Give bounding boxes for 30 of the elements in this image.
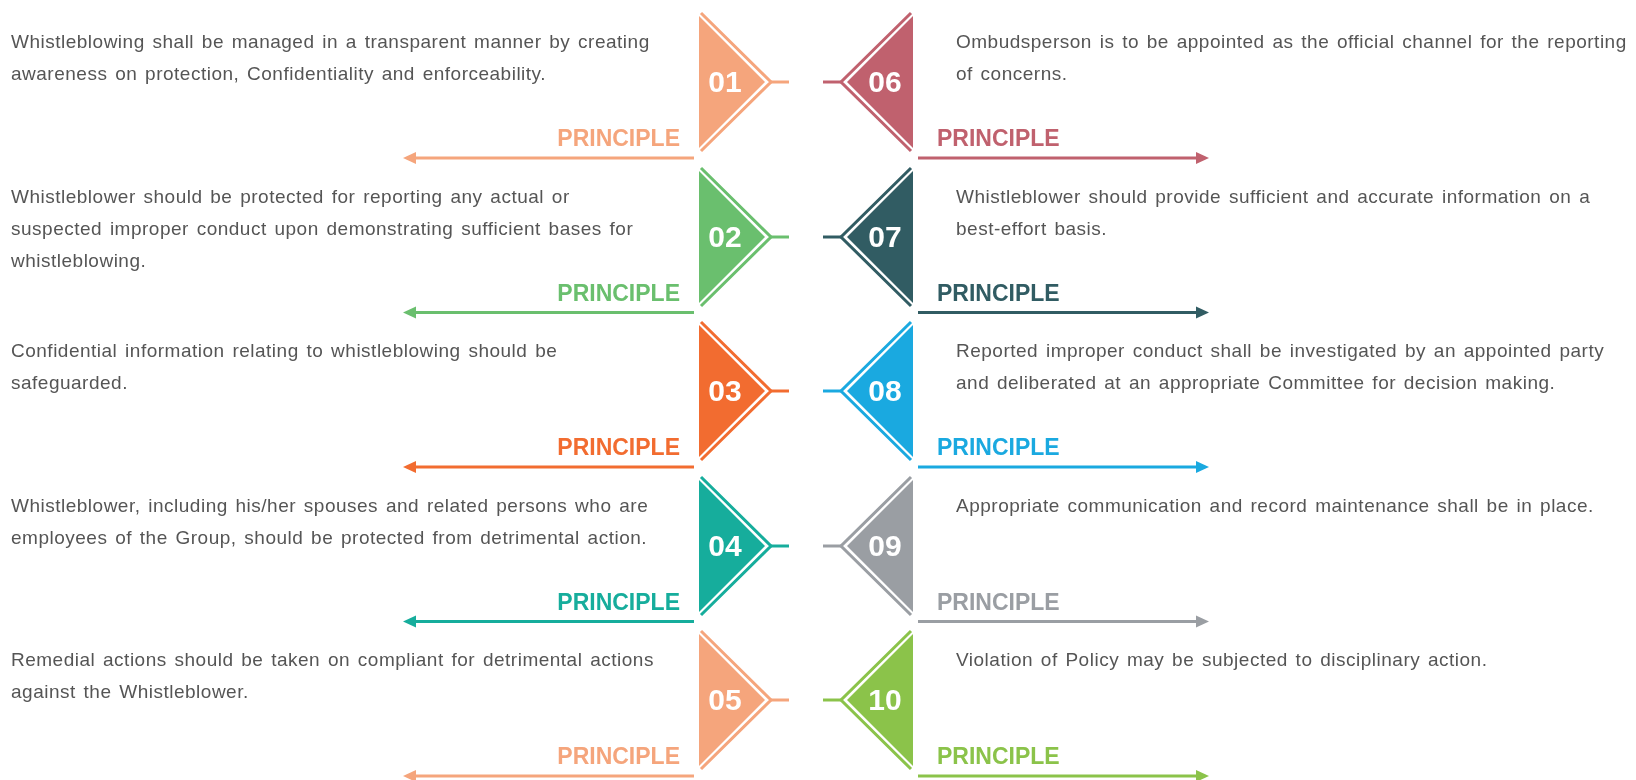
- principle-description: Appropriate communication and record maintenance shall be in place.: [956, 493, 1595, 518]
- principle-heading: PRINCIPLE: [937, 278, 1060, 307]
- principle-description: Reported improper conduct shall be investigated by an appointed party and deliberated at an appropriate Committee for decision making.: [956, 339, 1606, 395]
- principle-heading: PRINCIPLE: [937, 433, 1060, 461]
- step-number: 04: [707, 527, 743, 564]
- step-number: 03: [707, 373, 743, 409]
- step-number: 06: [867, 64, 903, 100]
- principle-heading: PRINCIPLE: [937, 742, 1060, 770]
- principle-description: Whistleblowing shall be managed in a transparent manner by creating awareness on protection, Confidentiality and enforceability.: [11, 30, 651, 86]
- principle-description: Ombudsperson is to be appointed as the official channel for the reporting of concerns.: [956, 30, 1628, 86]
- principle-heading: PRINCIPLE: [937, 124, 1060, 152]
- principle-heading: PRINCIPLE: [556, 278, 680, 307]
- step-number: 10: [867, 682, 903, 718]
- principle-description: Whistleblower should provide sufficient and accurate information on a best-effort basis.: [956, 184, 1592, 241]
- principle-heading: PRINCIPLE: [556, 124, 680, 152]
- principle-heading: PRINCIPLE: [556, 742, 680, 770]
- step-number: 08: [867, 373, 903, 409]
- principle-heading: PRINCIPLE: [937, 587, 1060, 616]
- principle-heading: PRINCIPLE: [556, 587, 680, 616]
- step-number: 01: [707, 64, 743, 100]
- principle-description: Confidential information relating to whistleblowing should be safeguarded.: [11, 339, 559, 395]
- step-number: 02: [707, 218, 743, 255]
- principle-description: Whistleblower, including his/her spouses and related persons who are employees of the Group, should be protected from detrimental action.: [11, 493, 650, 550]
- step-number: 07: [867, 218, 903, 255]
- principle-description: Violation of Policy may be subjected to disciplinary action.: [956, 648, 1489, 672]
- principle-description: Whistleblower should be protected for reporting any actual or suspected improper conduct upon demonstrating sufficient bases for whistleblowing.: [11, 184, 635, 273]
- principle-heading: PRINCIPLE: [556, 433, 680, 461]
- step-number: 05: [707, 682, 743, 718]
- principle-description: Remedial actions should be taken on compliant for detrimental actions against the Whistleblower.: [11, 648, 655, 704]
- step-number: 09: [867, 527, 903, 564]
